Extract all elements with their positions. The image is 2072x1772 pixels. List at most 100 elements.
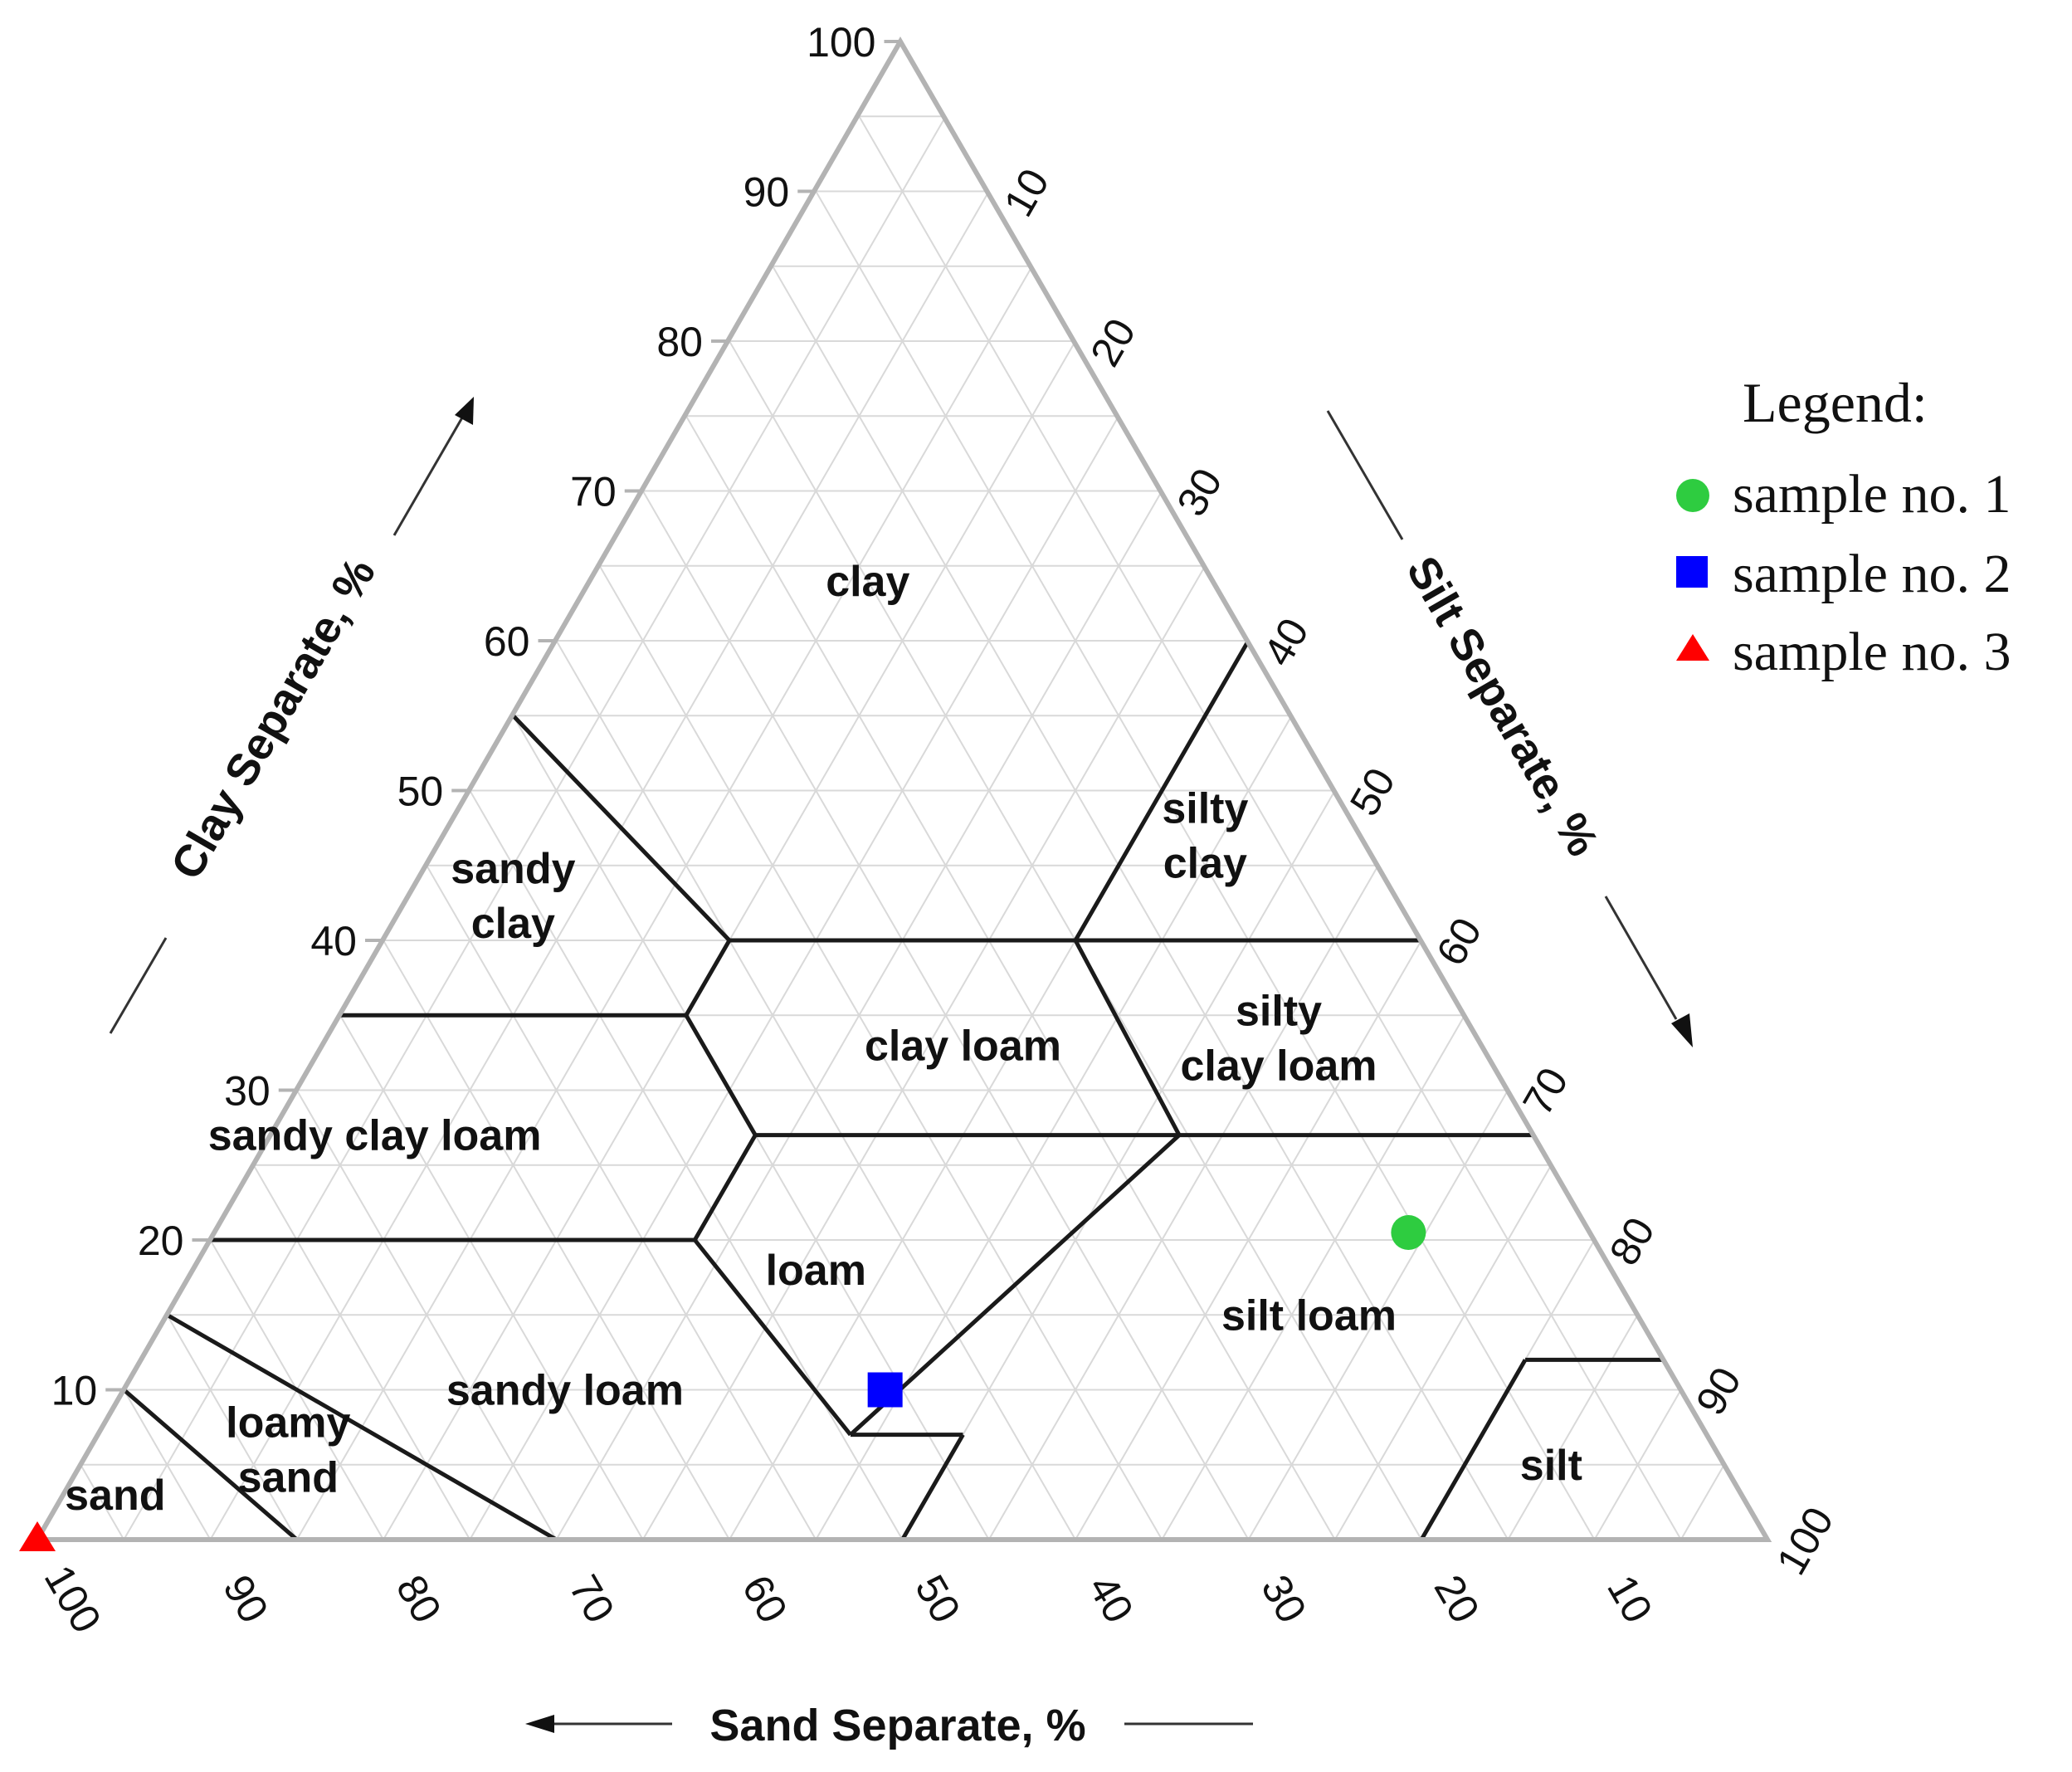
class-boundary-line-19 [693,1238,852,1437]
region-label-loamy-sand-line-1: loamy [226,1399,350,1447]
sand-tick-label-40: 40 [1080,1567,1143,1630]
class-boundary-line-10 [1073,939,1182,1136]
silt-tick-label-100: 100 [1767,1499,1842,1582]
class-boundary-line-8 [1073,639,1251,942]
sand-axis-title-group: Sand Separate, % [525,1701,1253,1750]
silt-axis-arrow-line-lower [1604,896,1678,1020]
grid-line-silt-65 [1161,1014,1465,1540]
clay-axis-arrow-line-upper [392,412,466,536]
grid-line-sand-5 [858,115,1682,1540]
legend-marker-square-icon [1676,556,1708,588]
class-boundary-line-5 [693,1134,758,1242]
grid-line-silt-70 [1247,1089,1509,1540]
legend-item-1: sample no. 1 [1676,464,2011,525]
sample-point-2 [867,1372,903,1408]
legend-label-3: sample no. 3 [1733,622,2011,682]
silt-axis-title-group: Silt Separate, % [1326,410,1693,1047]
sand-axis-arrow-head [525,1715,554,1733]
grid-line-sand-65 [339,1014,644,1540]
clay-axis-arrow-line-lower [109,937,168,1034]
sand-tick-label-10: 10 [1598,1567,1661,1630]
legend: Legend: sample no. 1 sample no. 2 sample… [1676,371,2011,682]
class-boundaries [122,639,1664,1542]
region-label-sandy-clay-line-2: clay [471,900,555,948]
class-boundary-line-18 [122,1388,299,1541]
clay-tick-label-40: 40 [310,918,357,964]
clay-tick-label-70: 70 [570,469,617,515]
legend-marker-circle-icon [1676,479,1709,512]
grid-line-silt-95 [1680,1464,1725,1540]
region-label-clay-line-1: clay [826,558,909,606]
silt-axis-arrow-head [1671,1013,1693,1047]
sand-tick-label-100: 100 [36,1557,110,1640]
grid-line-silt-60 [1075,940,1422,1540]
silt-tick-label-30: 30 [1168,461,1231,524]
region-label-sandy-clay-line-1: sandy [451,845,575,893]
region-label-loamy-sand-line-2: sand [238,1454,339,1502]
clay-axis-title-group: Clay Separate, % [109,397,474,1034]
region-label-silty-clay-loam-line-1: silty [1236,987,1322,1035]
silt-axis-title: Silt Separate, % [1397,549,1608,865]
sand-tick-label-50: 50 [906,1567,969,1630]
sand-tick-label-70: 70 [560,1567,623,1630]
clay-axis-title: Clay Separate, % [162,550,386,888]
grid-line-silt-55 [987,865,1379,1540]
silt-axis-arrow-line-upper [1326,410,1404,540]
grid-line-silt-25 [469,415,1119,1540]
legend-title: Legend: [1743,371,1928,434]
sample-point-3 [19,1521,56,1551]
grid-line-silt-50 [901,789,1336,1540]
sand-axis-title: Sand Separate, % [709,1701,1085,1750]
region-label-clay-loam-line-1: clay loam [865,1022,1061,1070]
legend-item-3: sample no. 3 [1676,622,2011,682]
grid-line-sand-95 [80,1464,125,1540]
region-label-loam-line-1: loam [766,1247,866,1295]
grid-line-sand-35 [598,565,1163,1540]
region-label-sand-line-1: sand [65,1472,165,1520]
class-boundary-line-12 [849,1133,1181,1437]
sand-tick-label-20: 20 [1426,1567,1489,1630]
grid-line-silt-15 [295,266,1033,1540]
region-label-silt-line-1: silt [1520,1442,1582,1490]
grid-line-sand-50 [469,789,904,1540]
silt-tick-label-20: 20 [1081,310,1144,373]
sand-tick-label-80: 80 [388,1567,451,1630]
region-label-silty-clay-loam-line-2: clay loam [1180,1042,1377,1090]
region-label-silt-loam-line-1: silt loam [1221,1291,1397,1340]
grid-line-sand-75 [252,1164,471,1540]
clay-axis-arrow-head [455,397,474,425]
grid-line-sand-85 [166,1314,298,1540]
region-label-sandy-loam-line-1: sandy loam [446,1367,684,1415]
clay-tick-label-90: 90 [743,169,790,216]
legend-item-2: sample no. 2 [1676,544,2011,604]
clay-tick-label-80: 80 [656,319,703,365]
grid-line-silt-5 [123,115,947,1540]
clay-tick-label-100: 100 [807,19,875,66]
grid-line-sand-55 [426,865,817,1540]
grid-line-sand-70 [295,1089,558,1540]
class-boundary-line-17 [166,1313,558,1542]
legend-label-1: sample no. 1 [1733,464,2011,525]
clay-tick-label-50: 50 [397,769,444,815]
region-label-silty-clay-line-2: clay [1163,840,1247,888]
grid-line-silt-35 [641,565,1207,1540]
grid-line-sand-25 [685,415,1336,1540]
clay-tick-label-20: 20 [138,1218,184,1264]
silt-tick-label-50: 50 [1341,760,1404,823]
grid-line-silt-75 [1333,1164,1553,1540]
grid-line-sand-90 [123,1389,212,1540]
grid-line-silt-85 [1507,1314,1639,1540]
grid-lines [80,115,1725,1540]
sample-points [19,1214,1426,1551]
sand-tick-label-30: 30 [1252,1567,1315,1630]
sand-tick-label-90: 90 [214,1567,277,1630]
class-boundary-line-4 [684,1013,758,1136]
class-boundary-line-14 [900,1433,965,1541]
silt-tick-label-10: 10 [995,161,1058,224]
class-boundary-line-16 [1419,1359,1528,1541]
sample-point-1 [1391,1214,1426,1250]
